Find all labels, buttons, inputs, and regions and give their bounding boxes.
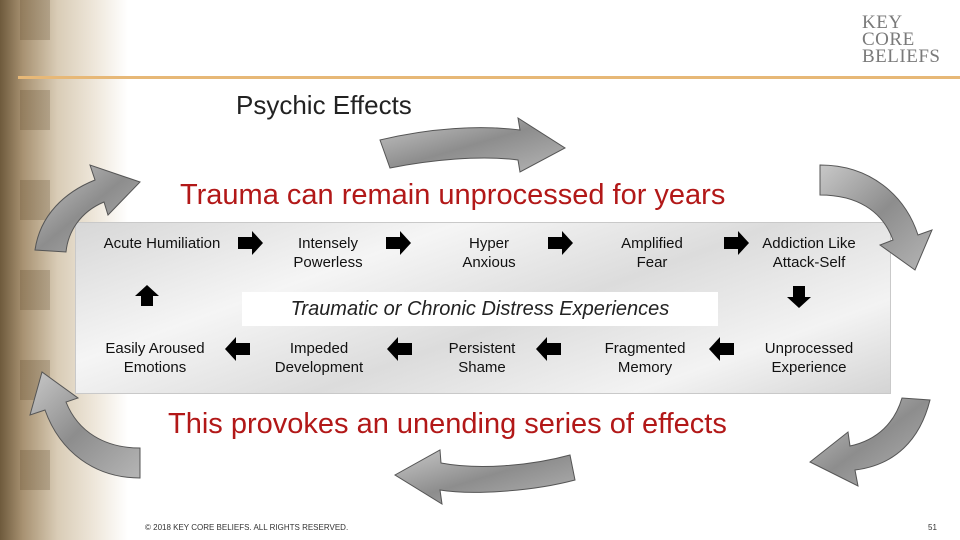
cycle-arrow-bottom-right [809,397,931,487]
flow-arrow-right-4 [724,231,749,255]
cycle-arrow-bottom-left [29,371,141,479]
flow-arrow-left-4 [709,337,734,361]
node-line: Persistent [448,340,516,357]
node-line: Emotions [123,359,187,376]
node-persistent-shame: Persistent Shame [407,339,557,377]
node-addiction-like-attack-self: Addiction Like Attack-Self [734,234,884,272]
headline-bottom: This provokes an unending series of effe… [168,408,727,440]
node-line: Development [274,359,364,376]
node-line: Powerless [293,254,363,271]
flow-arrow-right-2 [386,231,411,255]
node-amplified-fear: Amplified Fear [577,234,727,272]
headline-top: Trauma can remain unprocessed for years [180,179,726,211]
node-line: Impeded [289,340,349,357]
node-line: Hyper [468,235,509,252]
cycle-arrow-top-right [819,164,933,271]
node-line: Fear [636,254,668,271]
node-line: Anxious [462,254,516,271]
node-line: Acute Humiliation [103,235,221,252]
node-easily-aroused-emotions: Easily Aroused Emotions [80,339,230,377]
node-line: Shame [458,359,506,376]
node-line: Addiction Like [762,235,856,252]
node-line: Memory [617,359,673,376]
node-unprocessed-experience: Unprocessed Experience [734,339,884,377]
flow-arrow-left-1 [225,337,250,361]
flow-arrow-up [135,285,159,306]
node-line: Attack-Self [772,254,846,271]
logo-line-1: KEY [862,14,903,33]
flow-arrow-left-3 [536,337,561,361]
page-number: 51 [928,523,937,532]
copyright-footer: © 2018 KEY CORE BELIEFS. ALL RIGHTS RESE… [145,523,349,532]
slide-title: Psychic Effects [236,90,412,120]
cycle-arrow-bottom [394,449,576,505]
logo-line-2: CORE [862,29,915,50]
node-line: Experience [771,359,847,376]
node-acute-humiliation: Acute Humiliation [87,234,237,253]
flow-arrow-right-3 [548,231,573,255]
node-line: Unprocessed [764,340,854,357]
node-line: Easily Aroused [105,340,205,357]
node-fragmented-memory: Fragmented Memory [570,339,720,377]
header-rule [18,76,960,79]
cycle-arrow-top-left [34,164,141,253]
flow-arrow-left-2 [387,337,412,361]
cycle-arrow-top [379,116,566,173]
node-hyper-anxious: Hyper Anxious [414,234,564,272]
node-line: Fragmented [604,340,686,357]
node-intensely-powerless: Intensely Powerless [253,234,403,272]
center-label: Traumatic or Chronic Distress Experience… [242,292,718,326]
node-impeded-development: Impeded Development [244,339,394,377]
logo-line-3: BELIEFS [862,46,941,62]
logo: KEY CORE BELIEFS [862,14,952,62]
node-line: Intensely [297,235,359,252]
node-line: Amplified [621,235,683,252]
flow-arrow-down [787,286,811,308]
flow-arrow-right-1 [238,231,263,255]
